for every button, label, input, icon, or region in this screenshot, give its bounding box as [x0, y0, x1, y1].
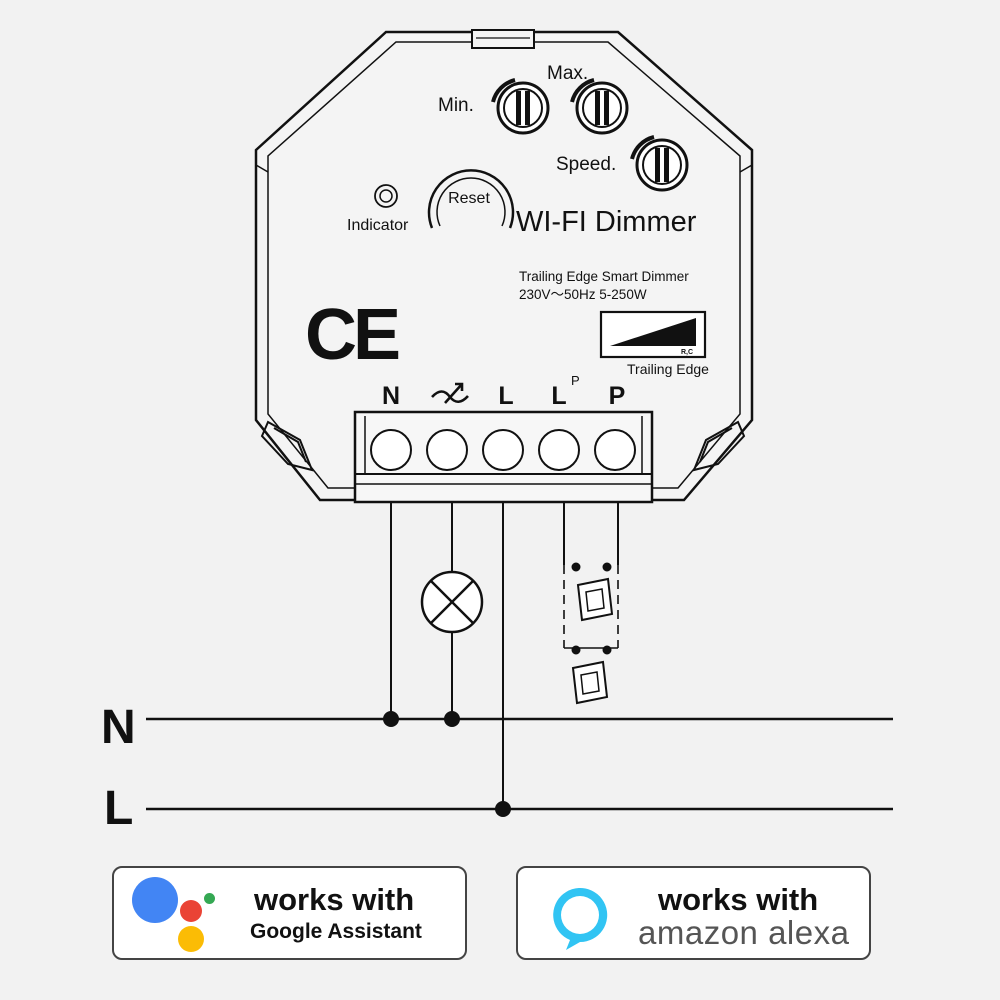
junction-dot [495, 801, 511, 817]
terminal-label-lp-superscript: P [571, 373, 580, 388]
amazon-alexa-badge: works with amazon alexa [516, 866, 871, 960]
google-badge-line2: Google Assistant [250, 920, 422, 943]
terminal-screw-l [482, 429, 524, 471]
terminal-label-n: N [382, 382, 400, 410]
top-clip [471, 29, 535, 49]
speed-knob[interactable] [630, 135, 689, 192]
terminal-screw-dimmed-output [426, 429, 468, 471]
alexa-badge-line1: works with [658, 882, 819, 917]
push-switches [563, 562, 619, 655]
max-knob[interactable] [570, 78, 629, 135]
trailing-edge-caption: Trailing Edge [627, 361, 709, 377]
trailing-edge-icon [599, 310, 707, 359]
speed-knob-label: Speed. [556, 154, 616, 175]
max-knob-label: Max. [547, 63, 588, 84]
junction-dot [444, 711, 460, 727]
google-badge-line1: works with [254, 882, 415, 917]
reset-label: Reset [448, 190, 490, 207]
ce-mark: CE [305, 295, 399, 375]
indicator-led [374, 184, 398, 208]
min-knob-label: Min. [438, 95, 474, 116]
trailing-edge-inner-label: R,C [681, 349, 693, 356]
neutral-line-label: N [101, 701, 136, 754]
lamp-icon [420, 570, 484, 634]
reset-button[interactable] [427, 169, 515, 229]
push-switch-icon [576, 577, 614, 622]
device-description-line1: Trailing Edge Smart Dimmer [519, 269, 689, 284]
alexa-ring-icon [553, 888, 608, 950]
push-switch-icon [571, 660, 609, 705]
min-knob[interactable] [491, 78, 550, 135]
indicator-label: Indicator [347, 217, 409, 234]
terminal-label-lp: L [551, 382, 566, 410]
right-clip [692, 420, 746, 472]
terminal-label-p: P [609, 382, 626, 410]
left-clip [260, 420, 314, 472]
wires [390, 502, 619, 809]
terminal-label-l: L [498, 382, 513, 410]
terminal-screw-p [594, 429, 636, 471]
terminal-screw-n [370, 429, 412, 471]
terminal-screw-lp [538, 429, 580, 471]
dimmer-output-icon [431, 382, 469, 404]
live-line-label: L [104, 782, 133, 835]
google-assistant-badge: works with Google Assistant [112, 866, 467, 960]
junction-dot [383, 711, 399, 727]
device-title: WI-FI Dimmer [516, 206, 697, 238]
alexa-badge-line2: amazon alexa [638, 914, 850, 951]
device-description-line2: 230V～50Hz 5-250W [519, 287, 647, 302]
device-housing [254, 30, 754, 502]
